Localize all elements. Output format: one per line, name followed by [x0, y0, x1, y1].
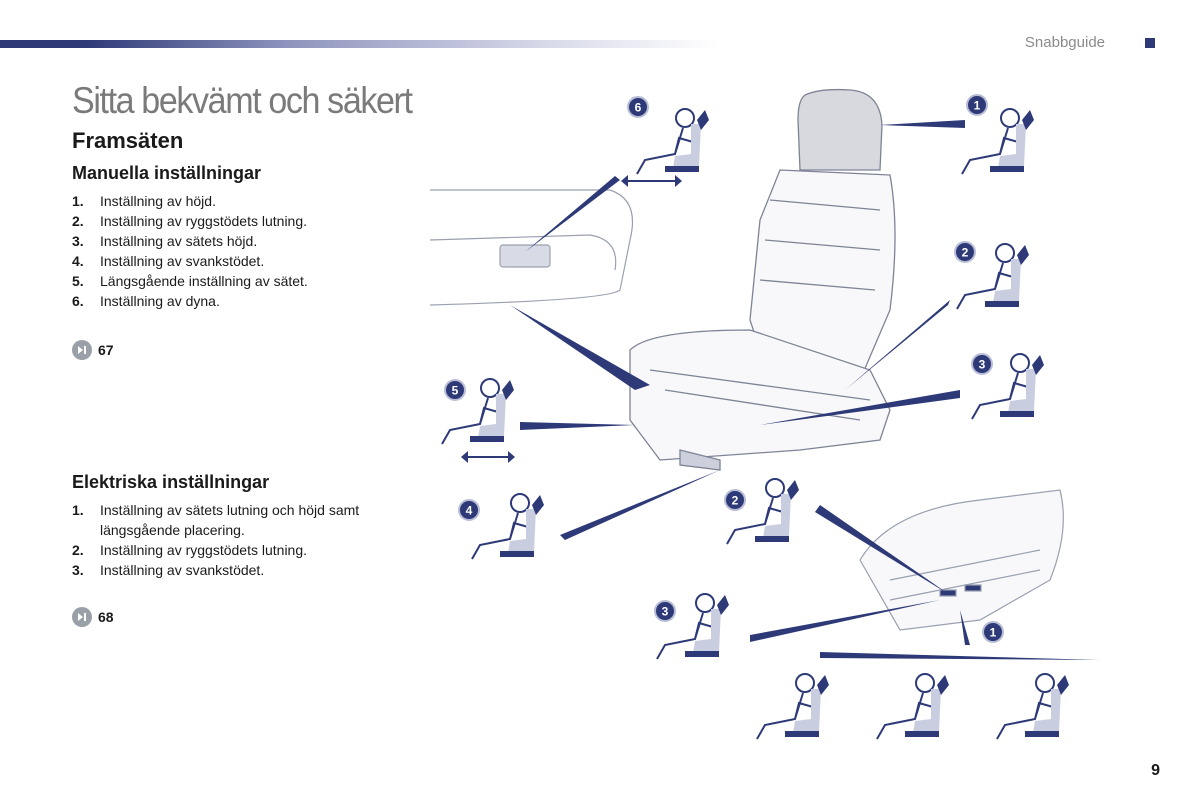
page-title: Sitta bekvämt och säkert — [72, 80, 413, 121]
seat-pictogram — [726, 478, 800, 545]
svg-text:1: 1 — [974, 99, 981, 113]
list-item: 3.Inställning av svankstödet. — [72, 562, 265, 578]
list-item: 6.Inställning av dyna. — [72, 293, 220, 309]
list-item: 2.Inställning av ryggstödets lutning. — [72, 213, 308, 229]
seat-sketch — [629, 88, 896, 471]
electric-heading: Elektriska inställningar — [72, 472, 270, 492]
page-reference-link[interactable]: 68 — [72, 607, 114, 627]
list-item: 1.Inställning av höjd. — [72, 193, 216, 209]
seat-illustration: 1 2 3 4 5 6 1 2 3 — [429, 88, 1100, 740]
badge-manual-1: 1 — [966, 94, 988, 116]
list-item: 3.Inställning av sätets höjd. — [72, 233, 258, 249]
page-reference-link[interactable]: 67 — [72, 340, 114, 360]
list-item: 5.Längsgående inställning av sätet. — [72, 273, 308, 289]
svg-text:5: 5 — [452, 384, 459, 398]
page-ref-number: 68 — [98, 609, 114, 625]
list-item: 4.Inställning av svankstödet. — [72, 253, 265, 269]
seat-pictogram — [471, 493, 545, 560]
badge-manual-6: 6 — [627, 96, 649, 118]
svg-text:4: 4 — [466, 504, 473, 518]
seat-pictogram — [756, 673, 830, 740]
section-label: Snabbguide — [1024, 34, 1105, 51]
page-ref-icon — [72, 607, 92, 627]
list-item: 1.Inställning av sätets lutning och höjd… — [72, 502, 360, 538]
page-ref-number: 67 — [98, 342, 114, 358]
adjust-arrows — [461, 175, 682, 463]
badge-manual-4: 4 — [458, 499, 480, 521]
section-marker — [1145, 38, 1155, 48]
badge-electric-3: 3 — [654, 600, 676, 622]
page-number: 9 — [1151, 762, 1160, 779]
badge-electric-1: 1 — [982, 621, 1004, 643]
badge-manual-2: 2 — [954, 241, 976, 263]
svg-text:2: 2 — [962, 246, 969, 260]
badge-manual-5: 5 — [444, 379, 466, 401]
seat-pictogram — [996, 673, 1070, 740]
seat-pictogram — [961, 108, 1035, 175]
electric-steps-list: 1.Inställning av sätets lutning och höjd… — [72, 500, 402, 580]
subtitle: Framsäten — [72, 128, 184, 153]
leader-lines — [510, 120, 1100, 660]
manual-heading: Manuella inställningar — [72, 163, 262, 183]
page-ref-icon — [72, 340, 92, 360]
electric-seat-sketch — [859, 489, 1064, 631]
svg-text:3: 3 — [662, 605, 669, 619]
list-item: 2.Inställning av ryggstödets lutning. — [72, 542, 308, 558]
door-panel-sketch — [429, 189, 634, 306]
svg-text:6: 6 — [635, 101, 642, 115]
svg-text:2: 2 — [732, 494, 739, 508]
header-gradient-bar — [0, 40, 720, 48]
badge-manual-3: 3 — [971, 353, 993, 375]
svg-text:3: 3 — [979, 358, 986, 372]
seat-pictogram — [636, 108, 710, 175]
manual-steps-list: 1.Inställning av höjd. 2.Inställning av … — [72, 191, 402, 311]
badge-electric-2: 2 — [724, 489, 746, 511]
seat-pictogram — [876, 673, 950, 740]
svg-text:1: 1 — [990, 626, 997, 640]
